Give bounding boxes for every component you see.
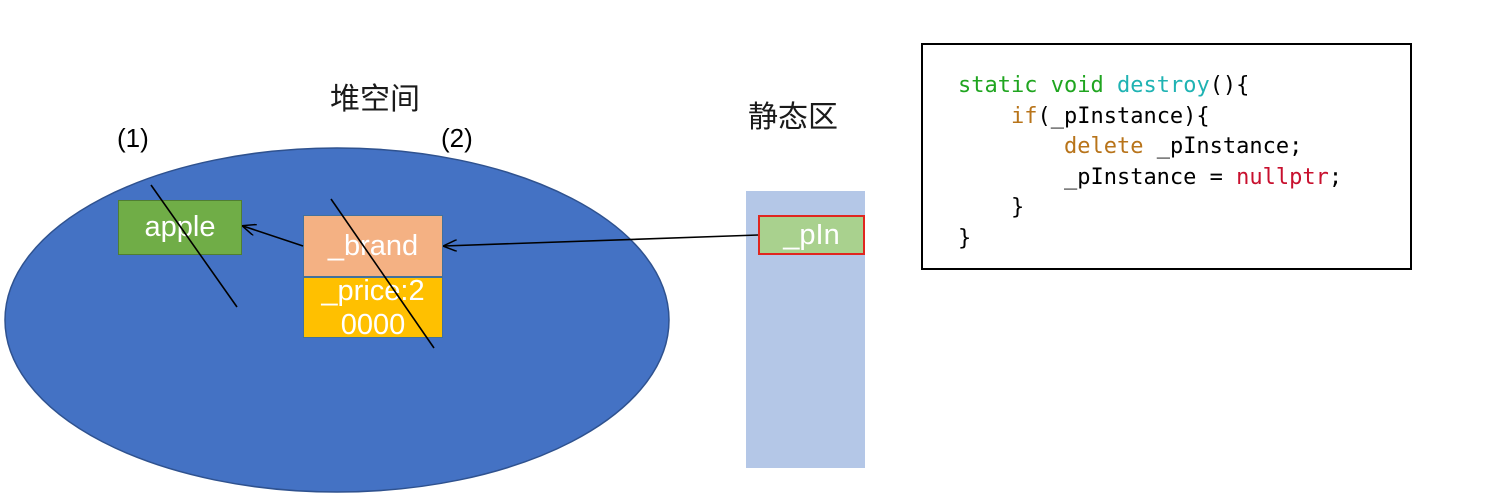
step-2-label: (2) <box>441 123 473 153</box>
closing-brace-inner: } <box>1010 195 1025 220</box>
code-line-4-end: ; <box>1328 164 1343 190</box>
pin-text: _pIn <box>783 218 840 251</box>
brand-text: _brand <box>327 229 419 262</box>
step-1-label: (1) <box>117 123 149 153</box>
keyword-nullptr: nullptr <box>1236 164 1329 190</box>
code-line-1-rest: (){ <box>1209 73 1250 98</box>
code-block: static void destroy(){ if(_pInstance){ d… <box>958 71 1342 254</box>
code-line-6: } <box>958 226 971 251</box>
apple-text: apple <box>144 211 216 243</box>
code-line-4: _pInstance = nullptr; <box>958 165 1342 190</box>
keyword-delete: delete <box>1063 134 1144 159</box>
code-panel: static void destroy(){ if(_pInstance){ d… <box>921 43 1412 270</box>
keyword-static: static <box>958 73 1038 98</box>
brand-box: _brand <box>303 215 443 277</box>
code-line-2-rest: (_pInstance){ <box>1037 103 1210 129</box>
code-line-1: static void destroy(){ <box>958 73 1249 98</box>
price-text-line1: _price:2 <box>321 274 425 307</box>
static-area-label: 静态区 <box>748 100 838 135</box>
pin-box: _pIn <box>758 215 865 255</box>
code-line-3-rest: _pInstance; <box>1143 134 1303 159</box>
price-box: _price:2 0000 <box>303 274 443 341</box>
keyword-void: void <box>1050 73 1104 98</box>
keyword-if: if <box>1010 103 1038 129</box>
apple-box: apple <box>118 200 242 255</box>
price-text-line2: 0000 <box>340 308 406 341</box>
closing-brace-outer: } <box>958 225 972 251</box>
code-line-4-lhs: _pInstance = <box>1063 164 1237 190</box>
code-line-2: if(_pInstance){ <box>958 104 1210 129</box>
code-line-3: delete _pInstance; <box>958 134 1302 159</box>
heap-label: 堆空间 <box>330 82 420 117</box>
code-line-5: } <box>958 195 1024 220</box>
function-name: destroy <box>1116 73 1210 98</box>
